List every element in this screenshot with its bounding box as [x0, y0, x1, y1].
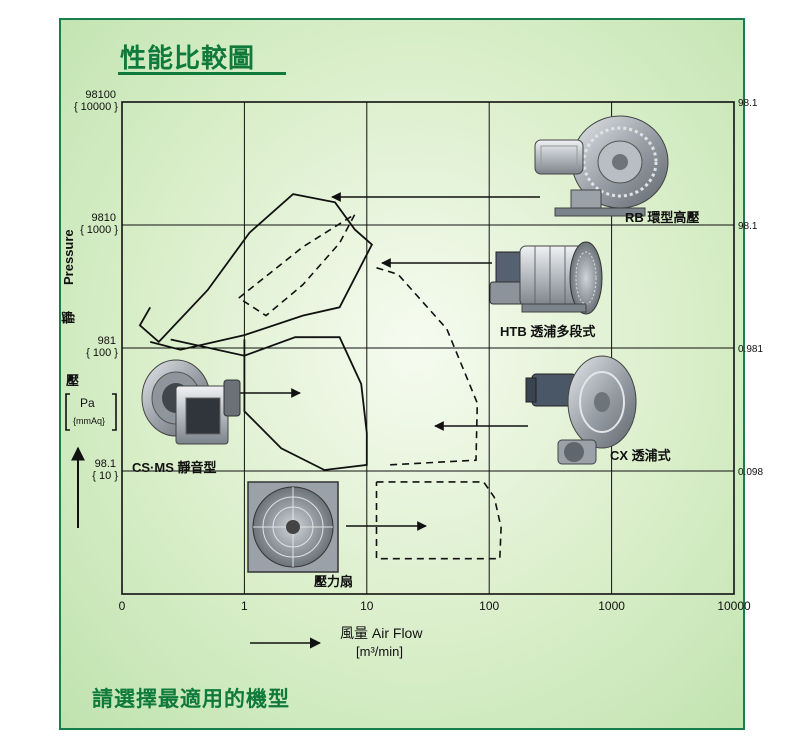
y-tick-label-right: 98.1 — [738, 221, 758, 232]
x-tick-labels: 0 1 10 100 1000 10000 — [119, 599, 751, 613]
y-tick-label: 9810 — [92, 212, 116, 224]
y-tick-sublabel: { 10000 } — [74, 101, 118, 113]
title-underline — [118, 72, 286, 75]
x-tick-label: 1000 — [598, 599, 625, 613]
htb-label: HTB 透浦多段式 — [500, 324, 595, 339]
y-tick-labels-left: 98100{ 10000 } 9810{ 1000 } 981{ 100 } 98.1… — [74, 89, 118, 482]
x-tick-label: 10 — [360, 599, 374, 613]
ring-blower-icon — [534, 115, 669, 217]
y-tick-label: 98100 — [85, 89, 116, 101]
y-unit-bracket-left — [65, 393, 70, 431]
y-unit-bracket-right — [112, 393, 117, 431]
y-tick-label: 98.1 — [95, 458, 116, 470]
x-tick-label: 10000 — [717, 599, 751, 613]
y-tick-label: 981 — [98, 335, 116, 347]
y-unit-primary: Pa — [80, 396, 95, 410]
y-tick-label-right: 0.098 — [738, 467, 763, 478]
rb-label: RB 環型高壓 — [625, 210, 699, 225]
page-title: 性能比較圖 — [120, 44, 256, 74]
footer-instruction: 請選擇最適用的機型 — [92, 687, 290, 711]
y-tick-label-right: 98.1 — [738, 98, 758, 109]
y-axis-label-cn-2: 壓 — [66, 373, 79, 388]
y-tick-labels-right: 98.1 98.1 0.981 0.098 — [738, 98, 763, 478]
y-axis-label-en: Pressure — [61, 229, 76, 285]
y-tick-sublabel: { 1000 } — [80, 224, 118, 236]
grid-lines — [122, 102, 734, 594]
pressure-fan-label: 壓力扇 — [314, 574, 353, 589]
turbo-blower-icon — [525, 355, 637, 465]
series-pressure-fan-curve — [375, 481, 502, 560]
series-htb-curve-lower — [376, 267, 479, 466]
series-cx-curve — [170, 336, 368, 471]
cs-ms-label: CS·MS 靜音型 — [132, 460, 217, 475]
y-tick-sublabel: { 10 } — [92, 470, 118, 482]
x-tick-label: 0 — [119, 599, 126, 613]
y-tick-sublabel: { 100 } — [86, 347, 118, 359]
series-htb-curve-upper — [238, 211, 358, 317]
x-axis-label: 風量 Air Flow — [340, 625, 423, 641]
y-axis-label-cn-1: 靜 — [61, 311, 76, 324]
x-axis-unit: [m³/min] — [356, 644, 403, 659]
x-tick-label: 1 — [241, 599, 248, 613]
silent-blower-icon — [141, 359, 241, 445]
multistage-turbo-blower-icon — [489, 241, 603, 315]
series-rb-curve — [138, 193, 374, 351]
pressure-fan-icon — [247, 481, 339, 573]
cx-label: CX 透浦式 — [610, 448, 671, 463]
x-tick-label: 100 — [479, 599, 499, 613]
y-unit-secondary: {mmAq} — [73, 416, 105, 426]
y-tick-label-right: 0.981 — [738, 344, 763, 355]
